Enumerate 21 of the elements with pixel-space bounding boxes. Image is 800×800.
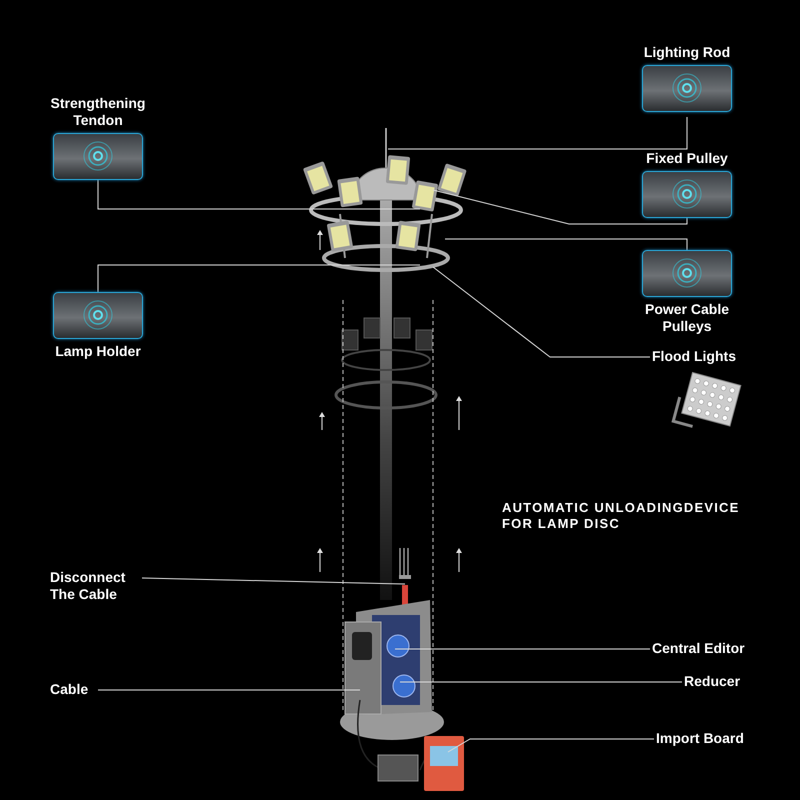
- part-label: Central Editor: [652, 640, 746, 657]
- leader-line: [142, 578, 406, 584]
- leader-line: [394, 648, 650, 650]
- part-label: Strengthening Tendon: [50, 95, 146, 129]
- leader-line: [98, 264, 420, 292]
- part-label: Power Cable Pulleys: [644, 301, 730, 335]
- part-label: Import Board: [656, 730, 745, 747]
- section-heading: AUTOMATIC UNLOADINGDEVICE FOR LAMP DISC: [502, 500, 741, 532]
- leader-line: [388, 116, 688, 150]
- part-label: Reducer: [684, 673, 742, 690]
- leader-line: [98, 180, 420, 210]
- part-label: Disconnect The Cable: [50, 569, 126, 603]
- part-label: Flood Lights: [652, 348, 737, 365]
- leader-line: [432, 266, 650, 358]
- leader-line: [448, 738, 654, 752]
- leader-line: [432, 190, 688, 224]
- part-label: Lighting Rod: [642, 44, 732, 61]
- part-label: Fixed Pulley: [645, 150, 729, 167]
- part-label: Lamp Holder: [54, 343, 142, 360]
- leader-line: [444, 238, 688, 250]
- part-label: Cable: [50, 681, 90, 698]
